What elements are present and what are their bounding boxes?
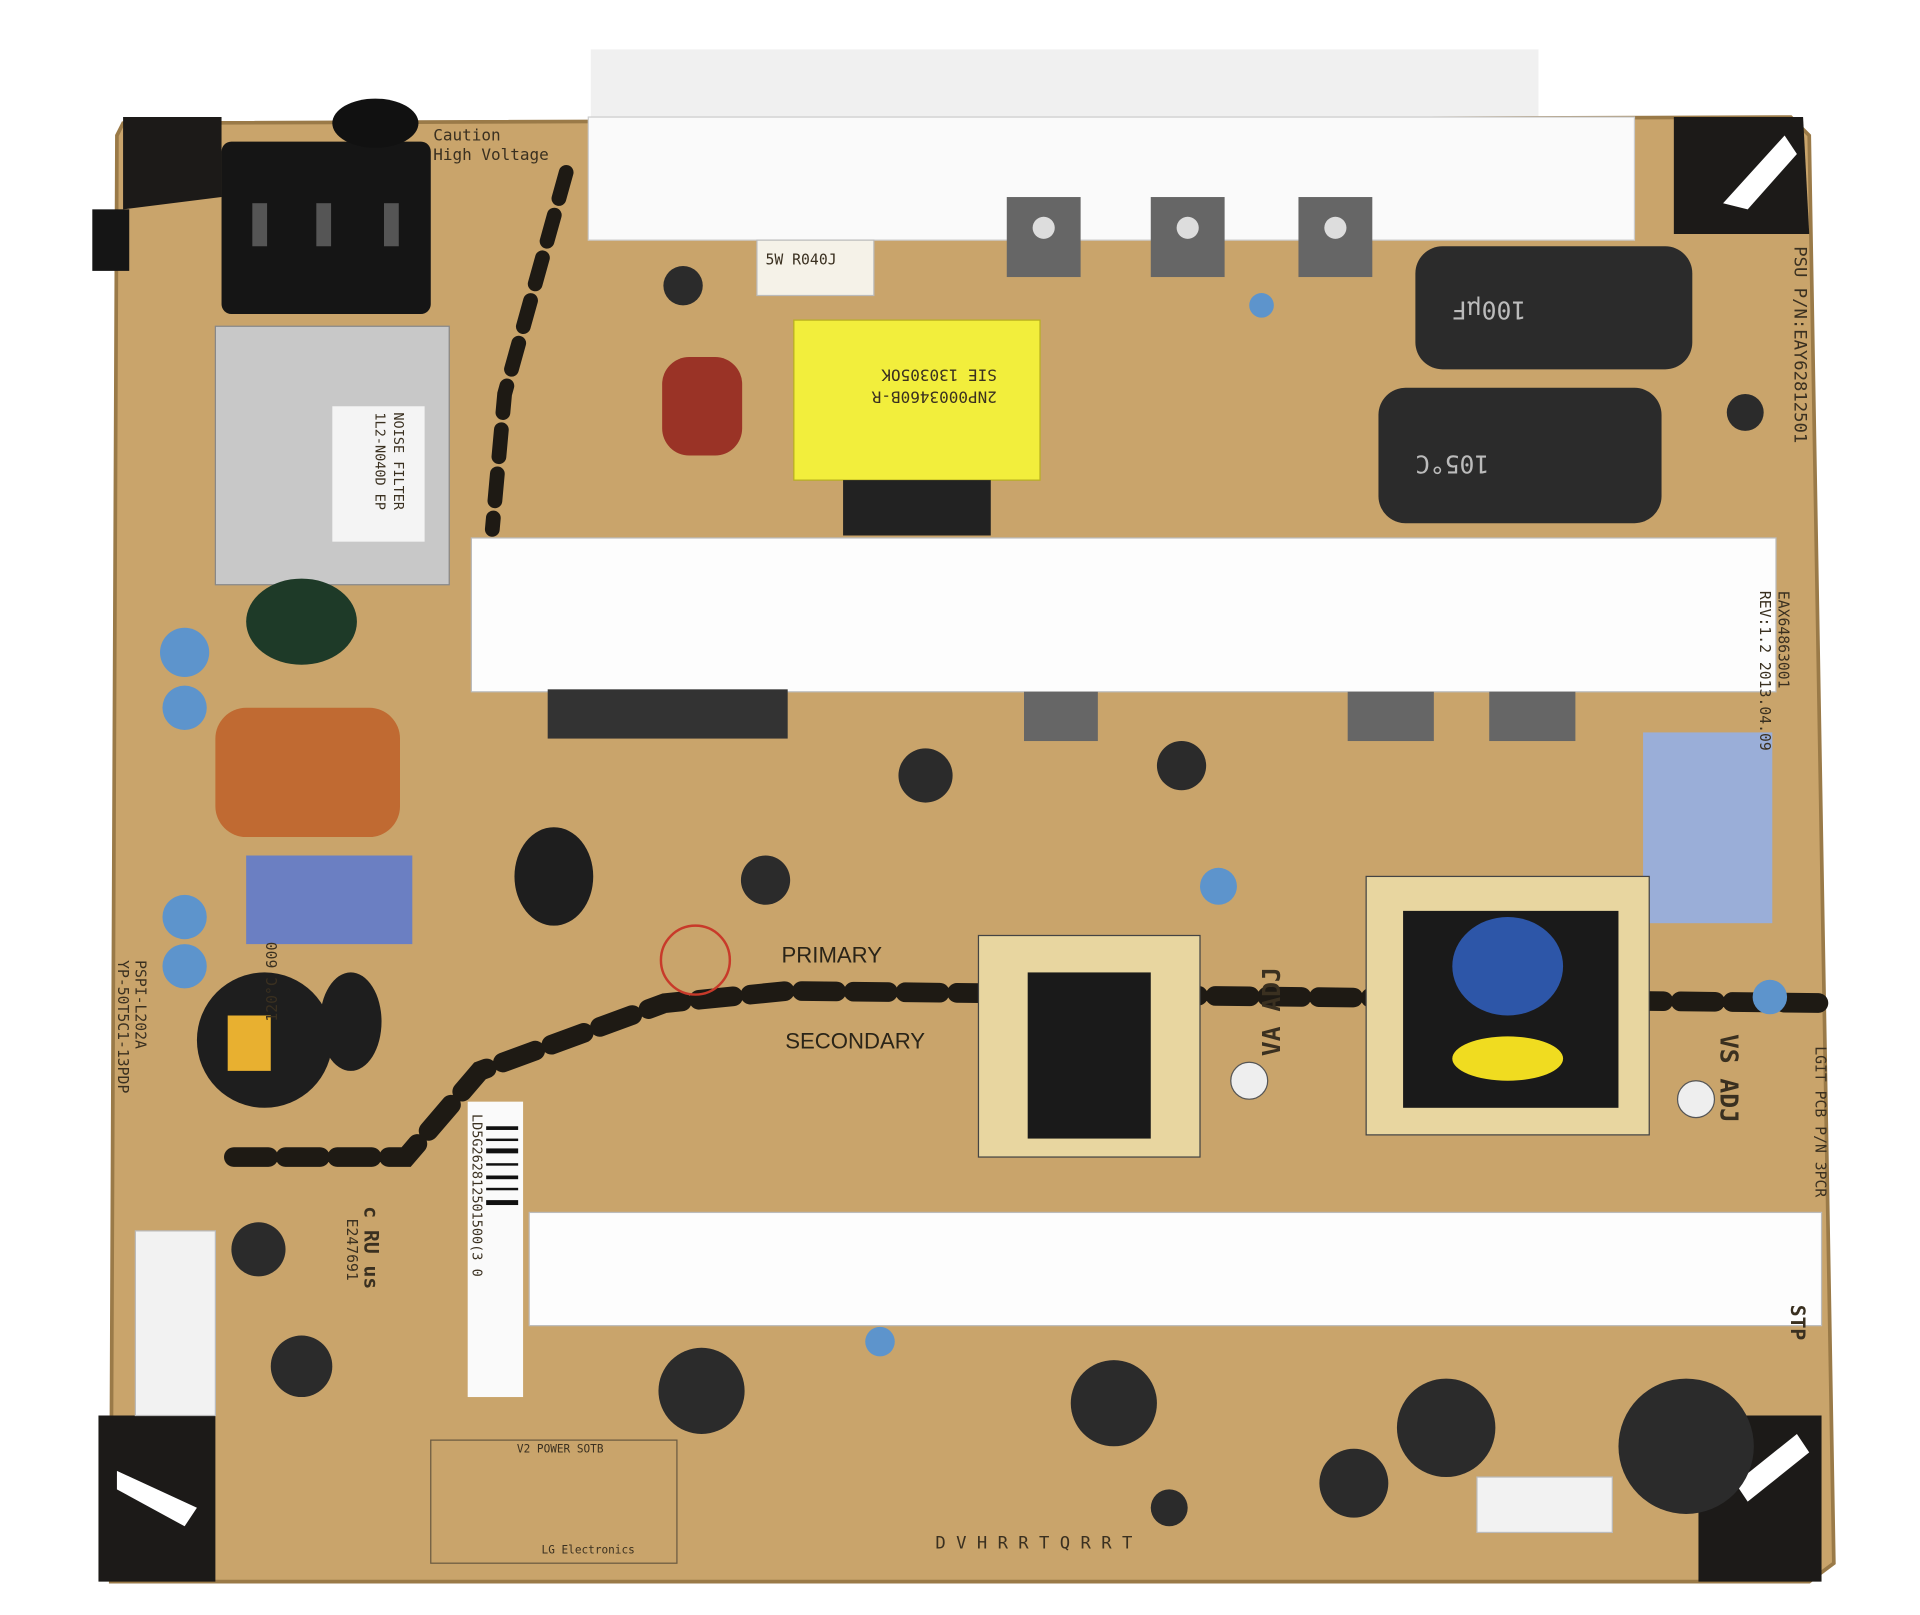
inlet-clip: [92, 209, 130, 271]
transistor-group-top: [1006, 197, 1373, 278]
heatsink-bottom: [528, 1211, 1823, 1327]
svg-text:100µF: 100µF: [1452, 296, 1526, 325]
heatsink-top: [587, 116, 1636, 241]
mounting-clip-icon: [116, 1470, 197, 1527]
vs-adj-label: VS ADJ: [1715, 1034, 1744, 1123]
noise-filter-part: 1L2-N040D EP: [371, 412, 387, 510]
maker-label: LG Electronics: [542, 1543, 635, 1556]
ul-code: E247691: [343, 1219, 360, 1281]
high-voltage-text: High Voltage: [433, 145, 549, 164]
svg-text:105°C: 105°C: [1415, 450, 1489, 479]
heatsink-top-back: [590, 49, 1539, 124]
mounting-clip-icon: [1723, 135, 1797, 210]
power-spec-title: V2 POWER SOTB: [517, 1442, 604, 1455]
bulk-capacitor: 105°C: [1378, 387, 1662, 524]
y-capacitor-box: [1643, 732, 1773, 924]
output-connector: [1476, 1476, 1613, 1534]
model-name: YP-50T5C1-13PDP: [114, 960, 131, 1093]
corner-pad-top-right: [1673, 117, 1810, 234]
mounting-clip-icon: [1735, 1433, 1810, 1502]
main-transformer: [793, 319, 1041, 481]
thermistor: [320, 972, 382, 1071]
output-connector: [134, 1230, 216, 1417]
secondary-label: SECONDARY: [785, 1029, 925, 1054]
inductor: [246, 578, 357, 665]
va-adj-potentiometer: [1230, 1061, 1269, 1100]
pcb-part-number: LGIT PCB P/N 3PCR: [1811, 1046, 1828, 1197]
model-code: PSPI-L202A: [131, 960, 148, 1049]
caution-text: Caution: [433, 125, 500, 144]
ceramic-capacitors: [160, 293, 1788, 1357]
common-mode-choke: [215, 707, 400, 838]
x-capacitor: [246, 855, 413, 945]
barcode-text: LD5G262812501500(3 0: [469, 1114, 485, 1277]
ul-mark: c RU us: [359, 1206, 382, 1289]
transformer-date-code: SIE 130305OK: [881, 365, 997, 384]
heatsink-middle: [470, 537, 1777, 693]
test-point-labels: D V H R R T Q R R T: [935, 1533, 1132, 1553]
revision-date: REV:1.2 2013.04.09: [1756, 591, 1773, 751]
thermistor: [514, 827, 594, 926]
psu-part-number: PSU P/N:EAY62812501: [1789, 246, 1809, 443]
transformer-part-number: 2NP0003460B-R: [871, 388, 997, 407]
va-adj-label: VA ADJ: [1257, 967, 1286, 1056]
power-resistor: [756, 239, 875, 297]
noise-filter-text: NOISE FILTER: [390, 412, 406, 511]
stp-label: STP: [1786, 1305, 1809, 1341]
transistor-group-middle: [547, 689, 1576, 742]
eax-number: EAX64863001: [1774, 591, 1791, 689]
electrolytic-capacitors: [231, 265, 1764, 1527]
film-capacitor: [662, 357, 743, 456]
power-spec-table: [430, 1439, 678, 1564]
barcode: [486, 1126, 519, 1206]
bulk-capacitor: 100µF: [1415, 246, 1693, 370]
inlet-latch: [332, 98, 419, 148]
corner-pad-top-left: [123, 117, 222, 210]
vs-adj-potentiometer: [1676, 1080, 1716, 1119]
primary-label: PRIMARY: [782, 943, 883, 968]
isolation-boundary-line: [224, 981, 1844, 1167]
noise-filter-label: [332, 406, 425, 542]
inspection-stamp: [659, 924, 732, 996]
power-resistor-label: 5W R040J: [766, 252, 837, 269]
coil-marking: 120°C 600: [264, 942, 281, 1022]
